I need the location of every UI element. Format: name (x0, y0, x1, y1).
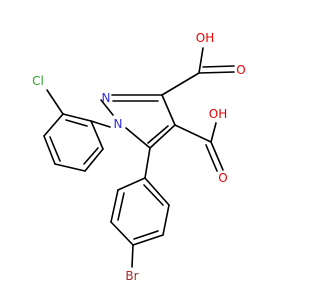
bond-c5-n1 (125, 127, 151, 149)
atom-top-o-label: O (236, 63, 245, 77)
bond-carbonyl-top-o-double (202, 65, 235, 68)
bond-ar1-5 (84, 148, 104, 172)
atom-br-label: Br (125, 269, 138, 283)
atom-cl-label: Cl (32, 74, 44, 88)
bond-carbonyl-top-oh (198, 47, 204, 74)
bond-c4-c5 (149, 124, 176, 149)
bond-aryl-br (131, 244, 134, 268)
atom-n2-label: N (102, 91, 111, 105)
bond-carbonyl-right-o-double (205, 144, 218, 172)
bond-c3-c4 (161, 94, 176, 126)
atom-right-oh-label: OH (209, 107, 227, 121)
bond-ar2-4 (132, 234, 164, 246)
bond-ar1-4 (54, 163, 86, 172)
bond-ar2-2-double (117, 192, 125, 221)
bonds (43, 47, 235, 268)
bond-c5-aryl (144, 147, 151, 179)
bond-ar1-2 (43, 113, 64, 137)
bond-ar1-3-double (49, 136, 61, 162)
bond-c4-carbonyl-right (174, 124, 212, 143)
atom-n1-label: N (114, 117, 123, 131)
bond-ar2-2 (110, 189, 119, 223)
chemical-structure: N N Cl Br OH O OH O (32, 31, 246, 283)
bond-n1-n2 (100, 99, 114, 116)
bond-carbonyl-top-o (198, 71, 235, 74)
bond-ar1-6 (90, 120, 104, 150)
atom-top-oh-label: OH (196, 31, 214, 45)
bond-c4-c5-double (147, 125, 169, 144)
atom-labels: N N Cl Br OH O OH O (32, 31, 246, 283)
bond-carbonyl-right-o (210, 141, 224, 171)
bond-aryl-cl (46, 89, 64, 115)
bond-ar1-1 (62, 113, 92, 122)
bond-ar2-3 (110, 221, 134, 246)
bond-ar2-6 (144, 177, 170, 206)
atom-right-o-label: O (218, 171, 227, 185)
bond-n1-aryl (90, 120, 111, 128)
bond-ar2-6-double (143, 184, 164, 206)
bond-ar1-3 (43, 135, 56, 165)
bond-ar1-5-double (83, 147, 99, 165)
bond-ar2-1 (117, 177, 146, 191)
bond-carbonyl-right-oh (210, 122, 217, 143)
bond-ar2-4-double (133, 230, 159, 240)
bond-ar2-5 (162, 204, 170, 236)
bond-c3-carbonyl-top (161, 72, 200, 96)
bond-ar1-1-double (65, 119, 88, 127)
